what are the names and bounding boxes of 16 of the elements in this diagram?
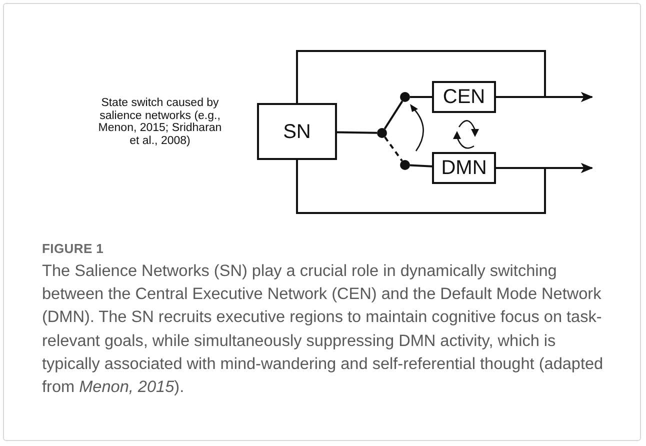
annotation-text: State switch caused by salience networks (e.g., Menon, 2015; Sridharan et al., 2008) <box>97 97 223 147</box>
network-box: DMN <box>432 152 496 184</box>
network-box: SN <box>257 103 337 160</box>
junction-dot <box>377 128 387 138</box>
junction-dot <box>400 92 410 102</box>
figure-label: FIGURE 1 <box>42 241 104 256</box>
connector-line <box>410 164 432 168</box>
connector-line <box>336 131 378 134</box>
junction-dot <box>400 160 410 170</box>
connector-line <box>384 136 403 162</box>
figure-caption: The Salience Networks (SN) play a crucial role in dynamically switching between the Central Executive Network (CEN) and the Default Mode Network (DMN). The SN recruits executive regions to maintain cognitive focus on task-relevant goals, while simultaneously suppressing DMN activity, which is typically associated with mind-wandering and self-referential thought (adapted from Menon, 2015). <box>42 261 604 398</box>
connector-line <box>384 100 404 130</box>
arrow <box>296 50 593 103</box>
network-box: CEN <box>432 81 496 113</box>
connector-line <box>410 96 432 98</box>
arrow <box>296 160 593 214</box>
